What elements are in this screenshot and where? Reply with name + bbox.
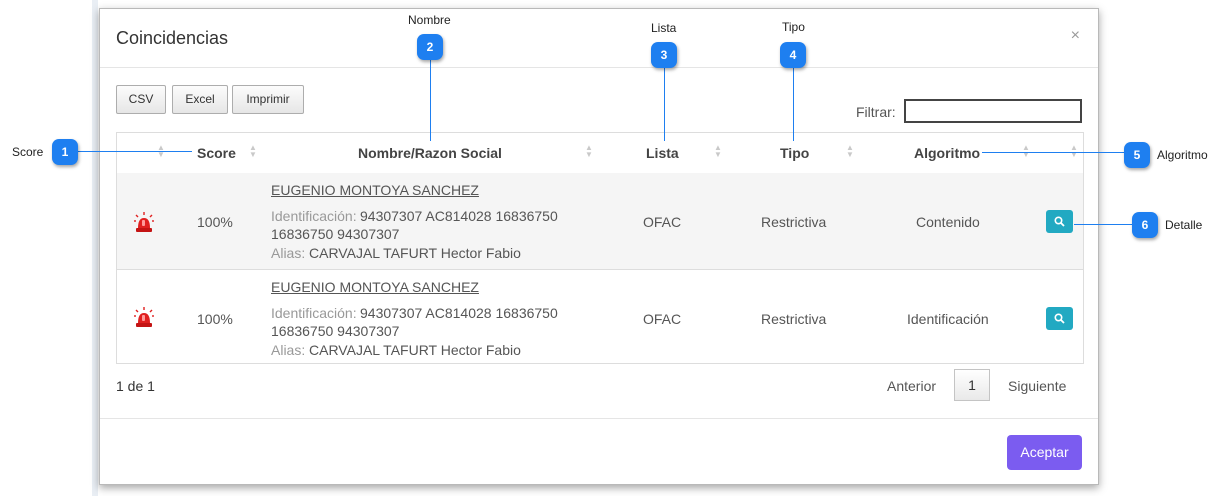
print-button[interactable]: Imprimir <box>232 85 304 114</box>
header-list[interactable]: Lista <box>646 145 679 161</box>
alarm-icon <box>133 211 155 233</box>
id-value-cont: 16836750 94307307 <box>271 226 399 242</box>
callout-5: 5 <box>1124 142 1150 168</box>
header-algorithm[interactable]: Algoritmo <box>914 145 980 161</box>
header-name[interactable]: Nombre/Razon Social <box>358 145 502 161</box>
close-icon[interactable]: × <box>1071 27 1080 45</box>
sort-icon[interactable]: ▲▼ <box>1022 144 1030 158</box>
sort-icon[interactable]: ▲▼ <box>1070 144 1078 158</box>
callout-label-name: Nombre <box>408 13 451 27</box>
callout-4: 4 <box>780 42 806 68</box>
prev-page-button[interactable]: Anterior <box>887 378 936 394</box>
type-value: Restrictiva <box>761 214 826 230</box>
id-value: 94307307 AC814028 16836750 <box>360 305 558 321</box>
callout-label-list: Lista <box>651 21 676 35</box>
id-value: 94307307 AC814028 16836750 <box>360 208 558 224</box>
pagination-info: 1 de 1 <box>116 378 155 394</box>
alarm-icon <box>133 306 155 328</box>
matches-table: ▲▼ Score ▲▼ Nombre/Razon Social ▲▼ Lista… <box>116 132 1084 364</box>
callout-line <box>78 151 192 152</box>
id-label: Identificación: <box>271 305 357 321</box>
sort-icon[interactable]: ▲▼ <box>585 144 593 158</box>
list-value: OFAC <box>643 311 681 327</box>
callout-label-detail: Detalle <box>1165 218 1202 232</box>
detail-button[interactable] <box>1046 307 1073 330</box>
excel-button[interactable]: Excel <box>172 85 228 114</box>
csv-button[interactable]: CSV <box>116 85 166 114</box>
header-type[interactable]: Tipo <box>780 145 809 161</box>
matches-modal: Coincidencias × CSV Excel Imprimir Filtr… <box>99 8 1099 485</box>
alias-label: Alias: <box>271 342 305 358</box>
header-score[interactable]: Score <box>197 145 236 161</box>
score-value: 100% <box>197 311 233 327</box>
footer-divider <box>100 418 1098 419</box>
accept-button[interactable]: Aceptar <box>1007 435 1082 470</box>
algorithm-value: Identificación <box>907 311 989 327</box>
modal-title: Coincidencias <box>116 28 228 49</box>
callout-label-algorithm: Algoritmo <box>1157 148 1208 162</box>
alias-value: CARVAJAL TAFURT Hector Fabio <box>309 245 521 261</box>
page-1-button[interactable]: 1 <box>954 369 990 401</box>
table-header: ▲▼ Score ▲▼ Nombre/Razon Social ▲▼ Lista… <box>117 133 1083 174</box>
search-icon <box>1054 216 1065 227</box>
callout-line <box>430 60 431 141</box>
callout-2: 2 <box>417 34 443 60</box>
background-page <box>92 0 98 496</box>
table-row: 100% EUGENIO MONTOYA SANCHEZ Identificac… <box>117 270 1083 363</box>
filter-input[interactable] <box>904 99 1082 123</box>
sort-icon[interactable]: ▲▼ <box>249 144 257 158</box>
callout-line <box>1074 224 1132 225</box>
next-page-button[interactable]: Siguiente <box>1008 378 1066 394</box>
callout-line <box>982 152 1124 153</box>
callout-label-type: Tipo <box>782 20 805 34</box>
sort-icon[interactable]: ▲▼ <box>714 144 722 158</box>
name-link[interactable]: EUGENIO MONTOYA SANCHEZ <box>271 182 479 198</box>
table-row: 100% EUGENIO MONTOYA SANCHEZ Identificac… <box>117 173 1083 270</box>
callout-line <box>664 67 665 141</box>
filter-label: Filtrar: <box>856 104 896 120</box>
callout-3: 3 <box>651 42 677 68</box>
type-value: Restrictiva <box>761 311 826 327</box>
modal-header: Coincidencias × <box>100 9 1098 68</box>
alias-label: Alias: <box>271 245 305 261</box>
sort-icon[interactable]: ▲▼ <box>846 144 854 158</box>
callout-line <box>793 67 794 141</box>
id-value-cont: 16836750 94307307 <box>271 323 399 339</box>
algorithm-value: Contenido <box>916 214 980 230</box>
search-icon <box>1054 313 1065 324</box>
callout-1: 1 <box>52 139 78 165</box>
list-value: OFAC <box>643 214 681 230</box>
id-label: Identificación: <box>271 208 357 224</box>
alias-value: CARVAJAL TAFURT Hector Fabio <box>309 342 521 358</box>
score-value: 100% <box>197 214 233 230</box>
name-link[interactable]: EUGENIO MONTOYA SANCHEZ <box>271 279 479 295</box>
callout-6: 6 <box>1132 212 1158 238</box>
callout-label-score: Score <box>12 145 43 159</box>
detail-button[interactable] <box>1046 210 1073 233</box>
